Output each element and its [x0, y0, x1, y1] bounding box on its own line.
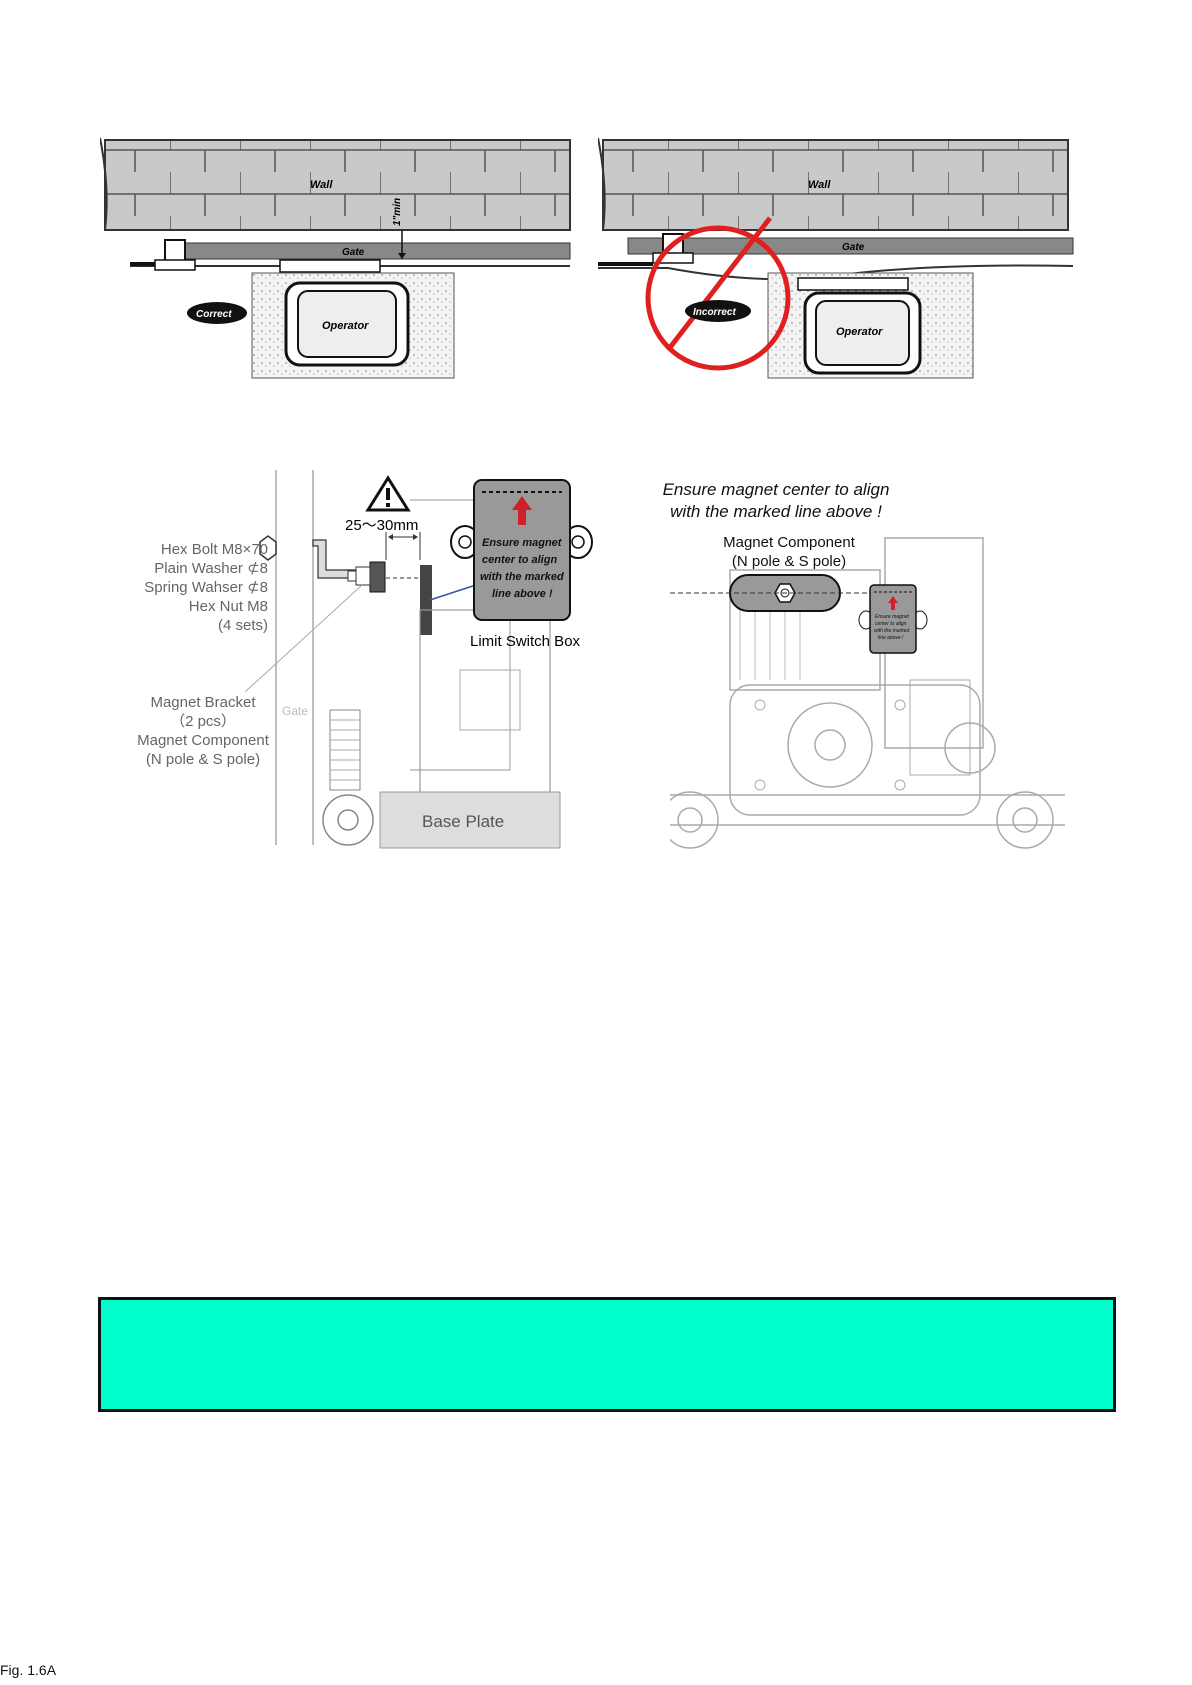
- mini-note-line-2: center to align: [875, 621, 907, 627]
- wall-label: Wall: [808, 179, 831, 191]
- alignment-heading-line-2: with the marked line above !: [670, 502, 882, 521]
- wall: [602, 139, 1069, 231]
- clearance-label: 1"min: [392, 198, 403, 226]
- magnet-bracket-diagram: Gate 25～30mm Base Plate Ensure magnet c: [244, 470, 593, 849]
- mini-note-line-4: line above !: [878, 635, 904, 641]
- alignment-heading: Ensure magnet center to align with the m…: [636, 479, 916, 523]
- prohibited-icon: [645, 225, 791, 371]
- wall-label: Wall: [310, 179, 333, 191]
- magnet-label-line-1: Magnet Component: [723, 534, 855, 551]
- svg-text:Ensure magnet center to al: Ensure magnet center to align with the m…: [874, 614, 911, 641]
- hardware-list: Hex Bolt M8×70 Plain Washer ⊄8 Spring Wa…: [100, 540, 268, 635]
- base-plate: [379, 791, 561, 849]
- incorrect-badge: [685, 300, 751, 322]
- alignment-heading-line-1: Ensure magnet center to align: [662, 480, 890, 499]
- box-note-line-1: Ensure magnet: [482, 537, 563, 549]
- bracket-line-3: Magnet Component: [137, 732, 269, 749]
- box-note-line-2: center to align: [482, 554, 557, 566]
- gate: [627, 237, 1074, 255]
- gate-label: Gate: [342, 247, 365, 258]
- highlight-note-box: [98, 1297, 1116, 1412]
- magnet-component-label: Magnet Component (N pole & S pole): [704, 533, 874, 571]
- limit-switch-box: [450, 479, 593, 621]
- incorrect-label: Incorrect: [693, 307, 736, 318]
- wall: [104, 139, 571, 231]
- mini-note-line-3: with the marked: [874, 628, 910, 634]
- mini-note-line-1: Ensure magnet: [875, 614, 910, 620]
- hardware-line-4: Hex Nut M8: [188, 598, 268, 615]
- gate-label: Gate: [282, 704, 308, 718]
- bracket-line-1: Magnet Bracket: [150, 694, 256, 711]
- hardware-line-5: (4 sets): [217, 617, 268, 634]
- operator-label: Operator: [322, 320, 369, 332]
- box-note-line-4: line above !: [492, 588, 553, 600]
- hardware-line-1: Hex Bolt M8×70: [160, 541, 268, 558]
- gate: [174, 242, 571, 260]
- hardware-line-2: Plain Washer ⊄8: [154, 560, 268, 577]
- bracket-line-2: （2 pcs）: [170, 713, 236, 730]
- correct-badge: [187, 302, 247, 324]
- gap-dimension: 25～30mm: [345, 517, 418, 534]
- base-plate-label: Base Plate: [422, 812, 504, 831]
- figure-label: Fig. 1.6A: [0, 1662, 57, 1678]
- gate-label: Gate: [842, 242, 865, 253]
- correct-install-diagram: Wall Gate 1"min Operator Correct: [100, 137, 571, 379]
- magnet-component: [369, 561, 386, 593]
- magnet-alignment-diagram: Ensure magnet center to align with the m…: [670, 537, 1065, 849]
- operator-label: Operator: [836, 326, 883, 338]
- incorrect-install-diagram: Wall Gate Operator Incorrect: [598, 137, 1074, 379]
- bracket-list: Magnet Bracket （2 pcs） Magnet Component …: [128, 693, 278, 769]
- magnet-label-line-2: (N pole & S pole): [731, 553, 847, 570]
- limit-switch-box-label: Limit Switch Box: [470, 633, 581, 650]
- mini-limit-switch-box: [869, 584, 917, 654]
- box-note-line-3: with the marked: [480, 571, 564, 583]
- correct-label: Correct: [196, 309, 232, 320]
- hardware-line-3: Spring Wahser ⊄8: [144, 579, 268, 596]
- svg-text:Ensure magnet center to al: Ensure magnet center to align with the m…: [480, 537, 567, 600]
- bracket-line-4: (N pole & S pole): [145, 751, 261, 768]
